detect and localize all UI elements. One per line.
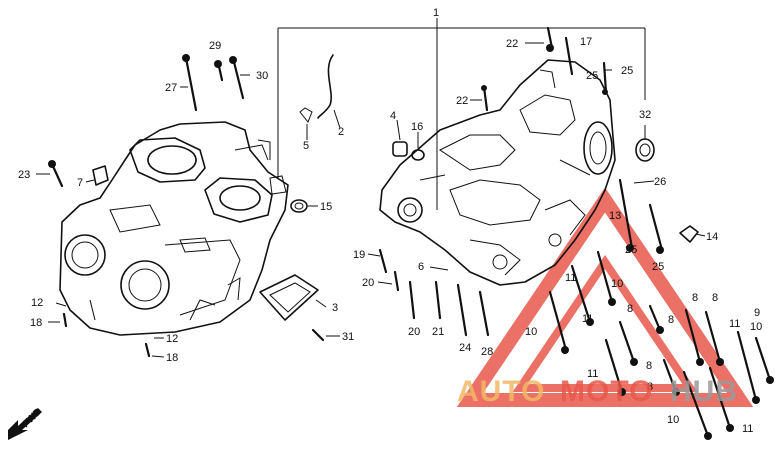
plate-3	[259, 274, 319, 321]
callout-18b: 18	[166, 352, 178, 364]
callout-8e: 8	[647, 381, 653, 393]
callout-23: 23	[18, 169, 30, 181]
callout-9: 9	[754, 307, 760, 319]
seal-32	[635, 138, 655, 162]
callout-8b: 8	[712, 292, 718, 304]
o-ring-16	[411, 149, 425, 161]
bolts	[48, 26, 774, 440]
callout-8c: 8	[668, 314, 674, 326]
callout-20b: 20	[408, 326, 420, 338]
callout-15: 15	[320, 201, 332, 213]
callout-10a: 10	[525, 326, 537, 338]
callout-22b: 22	[456, 95, 468, 107]
callout-7: 7	[77, 177, 83, 189]
callout-20a: 20	[362, 277, 374, 289]
callout-28: 28	[481, 346, 493, 358]
callout-10b: 10	[611, 278, 623, 290]
part-7	[92, 165, 109, 186]
callout-10d: 10	[667, 414, 679, 426]
watermark-auto: AUTO	[457, 375, 545, 408]
callout-6: 6	[418, 261, 424, 273]
plug-4	[392, 141, 408, 157]
fwd-arrow-icon: FWD	[8, 406, 44, 440]
callout-11e: 11	[742, 423, 753, 435]
callout-25a: 25	[586, 70, 598, 82]
callouts: 1 2 3 4 5 6 7 8 8 8 8 8 8 9 10 10 10 10 …	[18, 7, 762, 435]
cap-14	[679, 225, 699, 243]
callout-14: 14	[706, 231, 718, 243]
callout-10c: 10	[750, 321, 762, 333]
callout-24: 24	[459, 342, 471, 354]
lower-crankcase-drawing	[379, 59, 616, 286]
callout-4: 4	[390, 110, 396, 122]
watermark-logo	[456, 187, 754, 407]
callout-30: 30	[256, 70, 268, 82]
fwd-label: FWD	[20, 406, 44, 430]
watermark-hub: HUB	[670, 375, 738, 408]
callout-31: 31	[342, 331, 354, 343]
callout-13: 13	[609, 210, 621, 222]
callout-3: 3	[332, 302, 338, 314]
leader-lines	[36, 18, 706, 358]
callout-1: 1	[433, 7, 439, 19]
callout-17: 17	[580, 36, 592, 48]
upper-crankcase-drawing	[59, 121, 289, 336]
callout-11d: 11	[587, 368, 598, 380]
seal-15	[290, 199, 308, 213]
callout-12a: 12	[31, 297, 43, 309]
callout-19: 19	[353, 249, 365, 261]
callout-29: 29	[209, 40, 221, 52]
callout-25c: 25	[625, 244, 637, 256]
callout-8d: 8	[646, 360, 652, 372]
callout-8a: 8	[692, 292, 698, 304]
callout-2: 2	[338, 126, 344, 138]
callout-11b: 11	[582, 313, 593, 325]
callout-25b: 25	[621, 65, 633, 77]
callout-18a: 18	[30, 317, 42, 329]
callout-12b: 12	[166, 333, 178, 345]
callout-8f: 8	[627, 303, 633, 315]
callout-11a: 11	[565, 272, 576, 284]
clip-5	[299, 107, 313, 123]
hose-2	[317, 54, 334, 119]
watermark-text: AUTO MOTO HUB	[457, 375, 738, 408]
callout-11c: 11	[729, 318, 740, 330]
watermark-moto: MOTO	[560, 375, 653, 408]
callout-16: 16	[411, 121, 423, 133]
callout-27: 27	[165, 82, 177, 94]
callout-5: 5	[303, 140, 309, 152]
callout-21: 21	[432, 326, 444, 338]
callout-32: 32	[639, 109, 651, 121]
callout-25d: 25	[652, 261, 664, 273]
callout-22a: 22	[506, 38, 518, 50]
callout-26: 26	[654, 176, 666, 188]
